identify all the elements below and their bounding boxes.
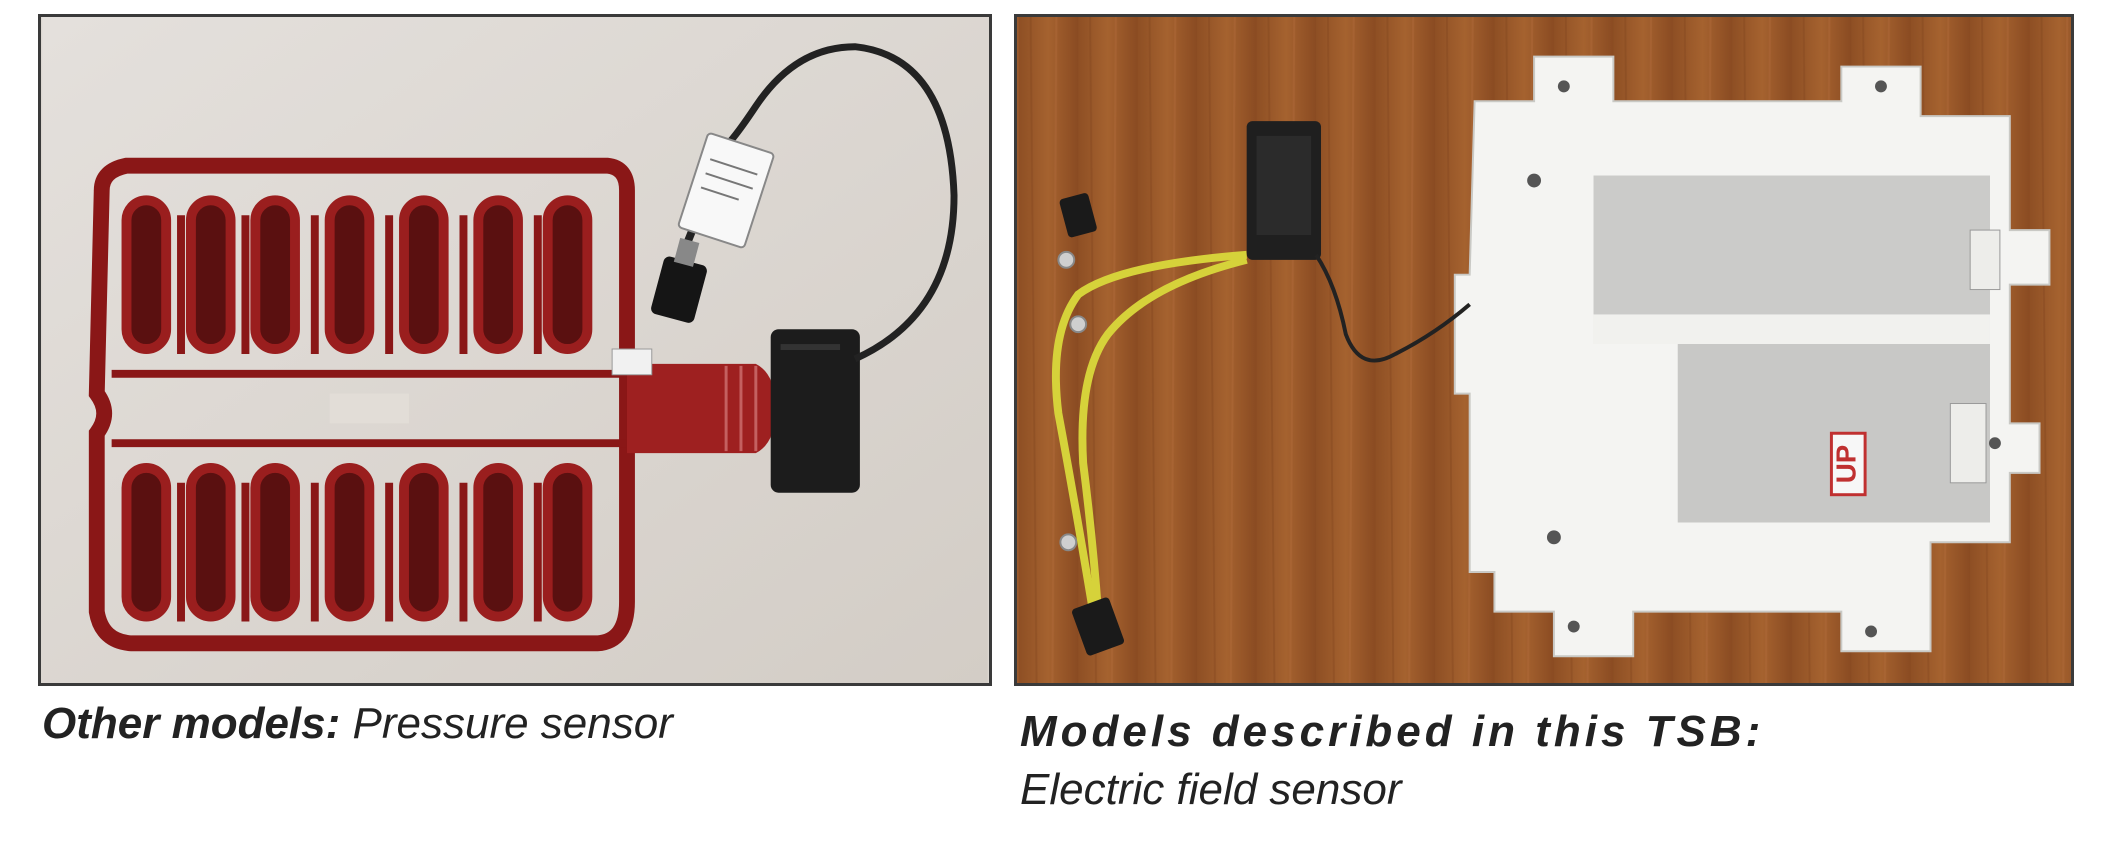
pressure-sensor-photo <box>38 14 992 686</box>
control-unit <box>770 329 860 493</box>
bottom-connector <box>1072 597 1125 656</box>
electric-field-sensor-illustration: UP <box>1018 17 2070 683</box>
pressure-sensor-illustration <box>42 17 988 683</box>
caption-rest: Pressure sensor <box>340 699 673 748</box>
sensor-cells-bottom <box>121 462 593 622</box>
sensor-cells-top <box>121 195 593 354</box>
electric-field-sensor-photo: UP <box>1014 14 2074 686</box>
yellow-harness <box>1051 250 1248 613</box>
mat-wire <box>1314 253 1471 363</box>
pressure-sensor-caption: Other models: Pressure sensor <box>42 694 673 754</box>
caption-bold: Other models: <box>42 699 341 748</box>
tsb-caption-line2: Electric field sensor <box>1020 765 1402 814</box>
tsb-caption-line1: Models described in this TSB: <box>1020 707 1765 756</box>
up-label: UP <box>1831 445 1862 484</box>
up-label-box <box>1829 431 1867 497</box>
connector-plug <box>651 256 707 323</box>
sensor-cable <box>723 43 958 363</box>
sensor-tail <box>626 363 776 454</box>
cable-tag <box>677 132 775 249</box>
sensor-frame <box>88 157 635 652</box>
top-connector <box>1059 193 1097 238</box>
